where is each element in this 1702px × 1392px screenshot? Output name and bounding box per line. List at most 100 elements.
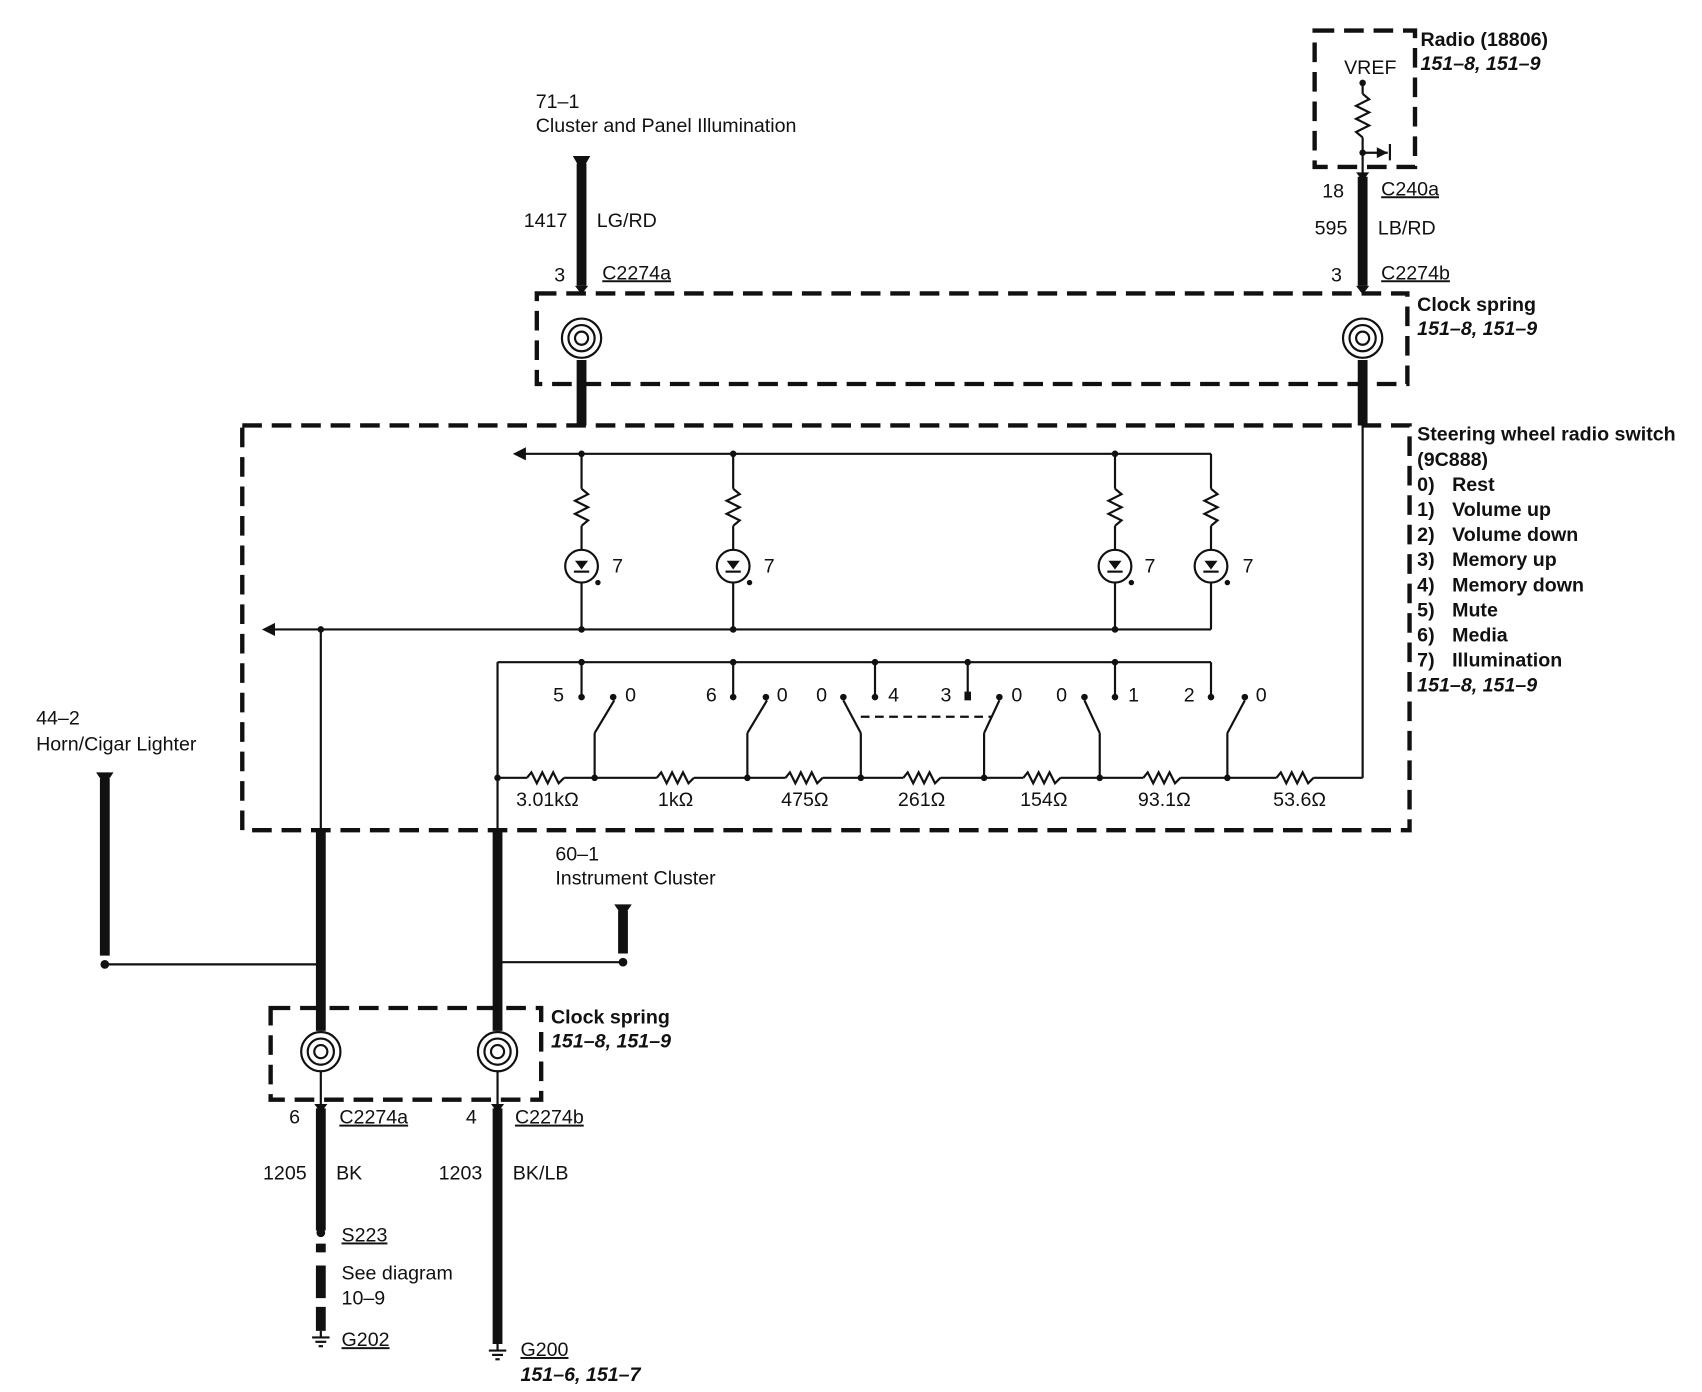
- circuit-1203: 1203: [439, 1162, 483, 1184]
- color-1203: BK/LB: [513, 1162, 569, 1184]
- instrument-ref: 60–1: [555, 844, 599, 866]
- ground-g202-icon: [312, 1330, 330, 1348]
- pin-marker-3b: [1356, 285, 1370, 295]
- switch-refs: 151–8, 151–9: [1417, 675, 1537, 697]
- resistor-value: 475Ω: [781, 789, 828, 811]
- horn-feed-node: [317, 626, 325, 633]
- switch-contact-media: 6 0: [706, 658, 788, 778]
- switch-part: (9C888): [1417, 449, 1488, 471]
- contact-label: 2: [1184, 684, 1195, 706]
- position-label: Volume up: [1452, 499, 1551, 521]
- see-diagram-ref: 10–9: [342, 1288, 386, 1310]
- horn-node: [100, 960, 110, 969]
- resistor-value: 1kΩ: [658, 789, 693, 811]
- see-diagram: See diagram: [342, 1263, 453, 1285]
- position-label: Rest: [1452, 474, 1495, 496]
- contact-label: 5: [553, 684, 564, 706]
- clock-spring-coil-left: [560, 317, 603, 359]
- switch-box: [240, 423, 1412, 833]
- contact-label: 0: [816, 684, 827, 706]
- circuit-1205: 1205: [263, 1162, 307, 1184]
- switch-contact-memory: 0 4 3 0: [816, 658, 1022, 778]
- color-595: LB/RD: [1378, 218, 1436, 240]
- clock-spring-top-title: Clock spring: [1417, 294, 1536, 316]
- connector-c2274b-bottom: C2274b: [515, 1107, 584, 1129]
- clock-spring-bottom-title: Clock spring: [551, 1006, 670, 1028]
- position-num: 7): [1417, 650, 1434, 672]
- lamp-label: 7: [1144, 556, 1155, 578]
- lamp-branch-4: 7: [1193, 453, 1254, 630]
- instrument-name: Instrument Cluster: [555, 868, 716, 890]
- clock-spring-bottom-box: [268, 1005, 544, 1102]
- radio-pullup-resistor: [1353, 92, 1372, 139]
- pin-3-b: 3: [1331, 264, 1342, 286]
- color-1417: LG/RD: [597, 210, 657, 232]
- switch-contact-volume-up: 0 1: [1056, 658, 1139, 778]
- position-label: Memory up: [1452, 549, 1557, 571]
- position-num: 4): [1417, 574, 1434, 596]
- contact-label: 3: [940, 684, 951, 706]
- position-num: 1): [1417, 499, 1434, 521]
- connector-c2274b-top: C2274b: [1381, 262, 1450, 284]
- pin-18: 18: [1322, 180, 1344, 202]
- switch-positions-legend: 0) Rest 1) Volume up 2) Volume down 3) M…: [1417, 474, 1584, 672]
- clock-spring-top-box: [534, 291, 1410, 387]
- lamp-label: 7: [764, 556, 775, 578]
- cluster-name: Cluster and Panel Illumination: [536, 115, 797, 137]
- clock-spring-bottom-refs: 151–8, 151–9: [551, 1030, 671, 1052]
- bus-arrow-bottom: [261, 622, 275, 636]
- resistor-value: 93.1Ω: [1138, 789, 1191, 811]
- contact-label: 0: [1256, 684, 1267, 706]
- position-num: 0): [1417, 474, 1434, 496]
- radio-title: Radio (18806): [1420, 29, 1548, 51]
- ground-g200-icon: [488, 1344, 507, 1361]
- clock-spring-coil-bottom-right: [476, 1030, 519, 1073]
- switch-contact-volume-down: 2 0: [1184, 662, 1267, 778]
- circuit-595: 595: [1315, 218, 1348, 240]
- connector-c2274a-top: C2274a: [602, 262, 671, 284]
- contact-label: 6: [706, 684, 717, 706]
- contact-label: 1: [1128, 684, 1139, 706]
- vref-label: VREF: [1344, 57, 1396, 79]
- pin-6: 6: [289, 1107, 300, 1129]
- position-label: Memory down: [1452, 574, 1584, 596]
- pin-4: 4: [466, 1107, 477, 1129]
- clock-spring-coil-right: [1341, 317, 1384, 359]
- pin-3-a: 3: [554, 264, 565, 286]
- ground-g200: G200: [520, 1339, 568, 1361]
- horn-name: Horn/Cigar Lighter: [36, 734, 197, 756]
- radio-sense-arrow: [1376, 147, 1388, 159]
- lamp-label: 7: [612, 556, 623, 578]
- instrument-node: [618, 957, 628, 967]
- position-num: 2): [1417, 524, 1434, 546]
- resistor-value: 3.01kΩ: [516, 789, 579, 811]
- radio-box: [1312, 28, 1418, 170]
- horn-ref: 44–2: [36, 707, 80, 729]
- position-num: 3): [1417, 549, 1434, 571]
- resistor-ladder: 3.01kΩ 1kΩ 475Ω 261Ω 154Ω 93.1Ω 53.6Ω: [494, 425, 1364, 811]
- switch-title: Steering wheel radio switch: [1417, 424, 1675, 446]
- radio-refs: 151–8, 151–9: [1420, 53, 1540, 75]
- contact-label: 0: [1011, 684, 1022, 706]
- ground-g200-refs: 151–6, 151–7: [520, 1364, 641, 1386]
- position-num: 5): [1417, 599, 1434, 621]
- clock-spring-top-refs: 151–8, 151–9: [1417, 318, 1537, 340]
- splice-s223: S223: [342, 1224, 388, 1246]
- lamp-branch-3: 7: [1097, 450, 1155, 633]
- resistor-value: 154Ω: [1020, 789, 1067, 811]
- resistor-value: 53.6Ω: [1273, 789, 1326, 811]
- splice-s223-node: [316, 1228, 326, 1238]
- clock-spring-coil-bottom-left: [300, 1030, 342, 1073]
- resistor-value: 261Ω: [898, 789, 945, 811]
- connector-c240a: C240a: [1381, 178, 1439, 200]
- position-num: 6): [1417, 624, 1434, 646]
- cluster-ref: 71–1: [536, 91, 580, 113]
- lamp-branch-2: 7: [715, 450, 775, 633]
- contact-label: 4: [888, 684, 899, 706]
- position-label: Mute: [1452, 599, 1498, 621]
- contact-label: 0: [625, 684, 636, 706]
- position-label: Illumination: [1452, 650, 1562, 672]
- bus-arrow-top: [512, 447, 526, 461]
- circuit-1417: 1417: [524, 210, 568, 232]
- ground-g202: G202: [342, 1329, 390, 1351]
